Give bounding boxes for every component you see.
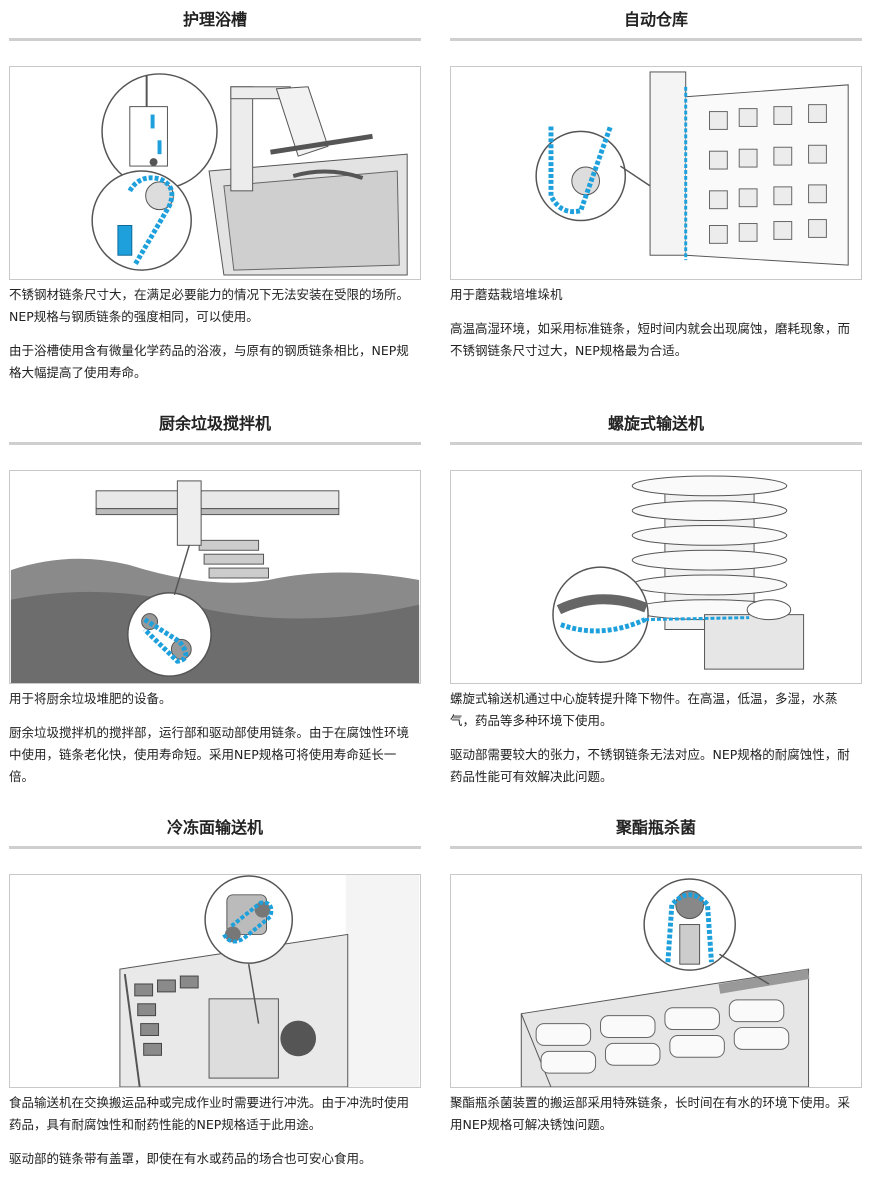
paragraph: 螺旋式输送机通过中心旋转提升降下物件。在高温，低温，多湿，水蒸气，药品等多种环境… (450, 691, 838, 728)
paragraph: 厨余垃圾搅拌机的搅拌部，运行部和驱动部使用链条。由于在腐蚀性环境中使用，链条老化… (9, 725, 410, 784)
section-divider (9, 38, 421, 41)
mixer-illustration (9, 470, 421, 684)
section-title: 自动仓库 (623, 10, 688, 29)
noodle-conveyor-illustration (9, 874, 421, 1088)
paragraph: 由于浴槽使用含有微量化学药品的浴液，与原有的钢质链条相比，NEP规格大幅提高了使… (9, 343, 409, 380)
section-body: 食品输送机在交换搬运品种或完成作业时需要进行冲洗。由于冲洗时使用药品，具有耐腐蚀… (9, 1092, 421, 1182)
section-divider (9, 442, 421, 445)
section-divider (450, 38, 862, 41)
section-divider (450, 846, 862, 849)
card-kitchen-waste-mixer: 厨余垃圾搅拌机 用于将厨余垃圾堆肥的设备。 厨余垃圾搅拌机的搅拌部，运行部和驱动… (9, 412, 421, 784)
spiral-conveyor-illustration (450, 470, 862, 684)
card-care-bath: 护理浴槽 不锈钢材链条尺寸大，在满足必要能力的情况下无法安装在受限的场所。NEP… (9, 8, 421, 380)
section-title: 厨余垃圾搅拌机 (158, 414, 271, 433)
section-body: 用于将厨余垃圾堆肥的设备。 厨余垃圾搅拌机的搅拌部，运行部和驱动部使用链条。由于… (9, 688, 421, 800)
paragraph: 食品输送机在交换搬运品种或完成作业时需要进行冲洗。由于冲洗时使用药品，具有耐腐蚀… (9, 1095, 410, 1132)
paragraph: 驱动部需要较大的张力，不锈钢链条无法对应。NEP规格的耐腐蚀性，耐药品性能可有效… (450, 747, 850, 784)
section-title: 聚酯瓶杀菌 (615, 818, 696, 837)
bottle-sterilizer-illustration (450, 874, 862, 1088)
paragraph: 驱动部的链条带有盖罩，即使在有水或药品的场合也可安心食用。 (9, 1151, 372, 1166)
section-title: 冷冻面输送机 (166, 818, 263, 837)
paragraph: 不锈钢材链条尺寸大，在满足必要能力的情况下无法安装在受限的场所。NEP规格与钢质… (9, 287, 410, 324)
section-divider (9, 846, 421, 849)
card-auto-warehouse: 自动仓库 用于蘑菇栽培堆垛机 高温高湿环境，如采用标准链条，短时间内就会出现腐蚀… (450, 8, 862, 358)
section-body: 聚酯瓶杀菌装置的搬运部采用特殊链条，长时间在有水的环境下使用。采用NEP规格可解… (450, 1092, 862, 1148)
bath-illustration (9, 66, 421, 280)
card-pet-bottle-sterilizer: 聚酯瓶杀菌 聚酯瓶杀菌装置的搬运部采用特殊链条，长时间在有水的环境下使用。采用N… (450, 816, 862, 1132)
card-frozen-noodle-conveyor: 冷冻面输送机 食品输送机在交换搬运品种或完成作业时需要进行冲洗。由于冲洗时使用药… (9, 816, 421, 1166)
paragraph: 聚酯瓶杀菌装置的搬运部采用特殊链条，长时间在有水的环境下使用。采用NEP规格可解… (450, 1095, 851, 1132)
paragraph: 用于蘑菇栽培堆垛机 (450, 287, 563, 302)
section-title: 护理浴槽 (182, 10, 247, 29)
section-body: 用于蘑菇栽培堆垛机 高温高湿环境，如采用标准链条，短时间内就会出现腐蚀，磨耗现象… (450, 284, 862, 374)
paragraph: 用于将厨余垃圾堆肥的设备。 (9, 691, 172, 706)
card-spiral-conveyor: 螺旋式输送机 螺旋式输送机通过中心旋转提升降下物件。在高温，低温，多湿，水蒸气，… (450, 412, 862, 784)
warehouse-illustration (450, 66, 862, 280)
section-body: 不锈钢材链条尺寸大，在满足必要能力的情况下无法安装在受限的场所。NEP规格与钢质… (9, 284, 421, 396)
section-divider (450, 442, 862, 445)
paragraph: 高温高湿环境，如采用标准链条，短时间内就会出现腐蚀，磨耗现象，而不锈钢链条尺寸过… (450, 321, 851, 358)
section-body: 螺旋式输送机通过中心旋转提升降下物件。在高温，低温，多湿，水蒸气，药品等多种环境… (450, 688, 862, 800)
section-title: 螺旋式输送机 (607, 414, 704, 433)
